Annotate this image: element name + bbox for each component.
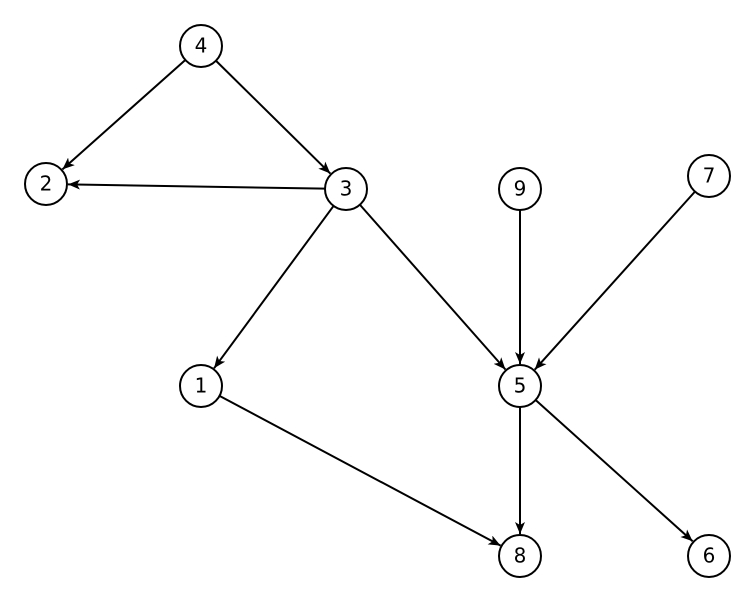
node-label: 1 xyxy=(195,374,208,398)
node-label: 6 xyxy=(703,544,716,568)
node-circle xyxy=(179,364,223,408)
node-label: 2 xyxy=(40,172,53,196)
node-circle xyxy=(687,534,731,578)
node-7: 7 xyxy=(687,154,731,198)
node-label: 9 xyxy=(514,177,527,201)
edge-5-to-6 xyxy=(534,399,694,543)
node-circle xyxy=(498,534,542,578)
node-label: 5 xyxy=(514,374,527,398)
node-circle xyxy=(24,162,68,206)
node-circle xyxy=(498,167,542,211)
edge-1-to-8 xyxy=(219,394,502,547)
node-9: 9 xyxy=(498,167,542,211)
node-circle xyxy=(498,364,542,408)
node-2: 2 xyxy=(24,162,68,206)
node-circle xyxy=(687,154,731,198)
node-1: 1 xyxy=(179,364,223,408)
node-label: 3 xyxy=(340,177,353,201)
edge-3-to-5 xyxy=(359,204,507,371)
node-label: 8 xyxy=(514,544,527,568)
node-8: 8 xyxy=(498,534,542,578)
node-circle xyxy=(324,167,368,211)
edge-7-to-5 xyxy=(533,190,696,371)
node-5: 5 xyxy=(498,364,542,408)
node-circle xyxy=(179,24,223,68)
edge-layer xyxy=(61,59,696,547)
node-layer: 1 2 3 4 5 6 7 8 9 xyxy=(24,24,731,578)
node-6: 6 xyxy=(687,534,731,578)
node-4: 4 xyxy=(179,24,223,68)
node-3: 3 xyxy=(324,167,368,211)
node-label: 7 xyxy=(703,164,716,188)
edge-4-to-3 xyxy=(215,60,332,175)
edge-4-to-2 xyxy=(61,59,186,171)
edge-3-to-2 xyxy=(67,179,326,190)
edge-3-to-1 xyxy=(213,205,335,369)
node-label: 4 xyxy=(195,34,208,58)
